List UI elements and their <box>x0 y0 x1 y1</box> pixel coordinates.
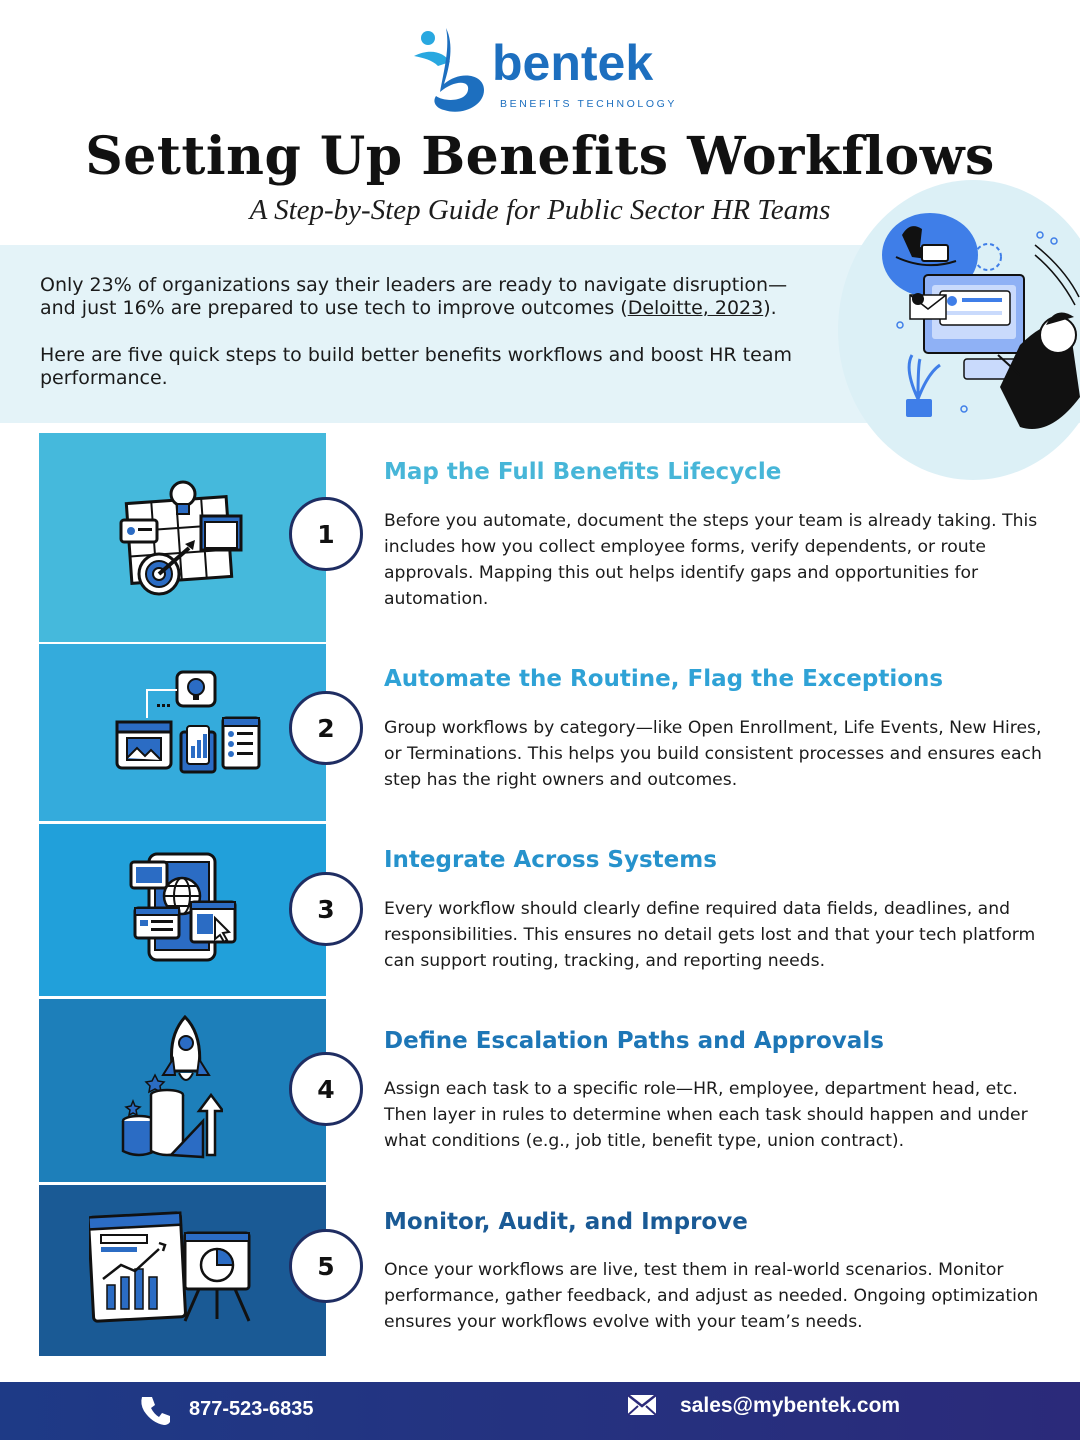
step-1-number-badge: 1 <box>289 497 363 571</box>
page-subtitle: A Step-by-Step Guide for Public Sector H… <box>249 194 831 226</box>
deloitte-citation-link[interactable]: Deloitte, 2023 <box>627 297 764 319</box>
contact-footer: 877-523-6835 sales@mybentek.com <box>0 1382 1080 1440</box>
intro-stats-text-end: ). <box>763 297 777 319</box>
step-1-body: Before you automate, document the steps … <box>384 511 1038 609</box>
step-3-body: Every workflow should clearly define req… <box>384 899 1036 971</box>
step-2-number-badge: 2 <box>289 691 363 765</box>
hr-team-computer-illustration <box>882 213 1080 429</box>
step-number: 2 <box>317 713 335 743</box>
analytics-report-icon <box>89 1211 251 1323</box>
step-number: 4 <box>317 1074 335 1104</box>
step-5-number-badge: 5 <box>289 1229 363 1303</box>
step-4-body: Assign each task to a specific role—HR, … <box>384 1079 1028 1151</box>
phone-number-link[interactable]: 877-523-6835 <box>189 1398 314 1420</box>
step-4-number-badge: 4 <box>289 1052 363 1126</box>
phone-icon <box>141 1397 170 1425</box>
step-3-panel <box>39 824 326 996</box>
step-2-body: Group workflows by category—like Open En… <box>384 718 1042 790</box>
step-number: 3 <box>317 894 335 924</box>
intro-paragraph-steps: Here are five quick steps to build bette… <box>40 344 792 389</box>
step-5-body: Once your workflows are live, test them … <box>384 1260 1039 1332</box>
planning-target-icon <box>119 480 243 596</box>
step-4-title: Define Escalation Paths and Approvals <box>384 1028 884 1054</box>
step-5-panel <box>39 1185 326 1356</box>
page-title: Setting Up Benefits Workflows <box>85 126 995 187</box>
step-1-panel <box>39 433 326 642</box>
brand-name: bentek <box>492 35 654 91</box>
integration-devices-icon <box>129 852 237 962</box>
intro-stats-text: Only 23% of organizations say their lead… <box>40 274 788 319</box>
step-2-panel <box>39 644 326 821</box>
step-number: 1 <box>317 519 335 549</box>
dashboard-cards-icon <box>115 670 261 774</box>
step-1-title: Map the Full Benefits Lifecycle <box>384 459 782 485</box>
step-3-title: Integrate Across Systems <box>384 847 717 873</box>
email-icon <box>627 1394 657 1416</box>
step-number: 5 <box>317 1251 335 1281</box>
brand-tagline: BENEFITS TECHNOLOGY <box>500 98 677 110</box>
bentek-logo-mark-icon <box>414 28 484 112</box>
rocket-growth-icon <box>121 1015 223 1159</box>
step-3-number-badge: 3 <box>289 872 363 946</box>
email-address-link[interactable]: sales@mybentek.com <box>680 1394 901 1417</box>
step-5-title: Monitor, Audit, and Improve <box>384 1209 748 1235</box>
step-2-title: Automate the Routine, Flag the Exception… <box>384 666 944 692</box>
step-4-panel <box>39 999 326 1182</box>
intro-paragraph-stats: Only 23% of organizations say their lead… <box>40 274 820 320</box>
bentek-logo: bentek BENEFITS TECHNOLOGY <box>410 26 674 116</box>
